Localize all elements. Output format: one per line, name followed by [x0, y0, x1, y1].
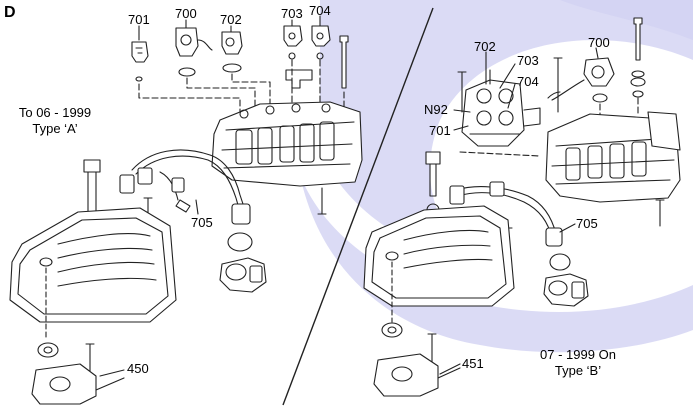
caption-left: To 06 - 1999 Type ‘A’ [12, 105, 98, 137]
oil-pan-left [9, 207, 177, 323]
caption-right: 07 - 1999 On Type ‘B’ [530, 347, 626, 379]
callout-451: 451 [462, 356, 484, 371]
callout-703-left: 703 [281, 6, 303, 21]
gasket-left [37, 342, 59, 358]
solenoid-pack-right [461, 79, 541, 147]
callout-701-right: 701 [429, 123, 451, 138]
callout-702-left: 702 [220, 12, 242, 27]
connector-left [219, 257, 267, 293]
caption-left-line1: To 06 - 1999 [18, 105, 92, 120]
solenoid-700-right [551, 57, 615, 103]
o-ring-right [549, 253, 571, 271]
solenoid-703-left [283, 25, 303, 60]
wire-harness-705-left [119, 149, 251, 225]
callout-705-left: 705 [191, 215, 213, 230]
callout-701-left: 701 [128, 12, 150, 27]
watermark-logo [300, 0, 693, 353]
solenoid-702-left [221, 31, 243, 73]
callout-705-right: 705 [576, 216, 598, 231]
callout-700-right: 700 [588, 35, 610, 50]
callout-700-left: 700 [175, 6, 197, 21]
solenoid-700-left [175, 27, 213, 77]
wire-harness-705-right [449, 181, 563, 247]
bolt-top-right [630, 17, 646, 98]
valve-body-right [545, 111, 681, 227]
callout-702-right: 702 [474, 39, 496, 54]
bolt-top-left [339, 35, 349, 89]
callout-704-left: 704 [309, 3, 331, 18]
caption-right-line1: 07 - 1999 On [540, 347, 616, 362]
section-letter: D [4, 4, 16, 21]
caption-left-line2: Type ‘A’ [32, 121, 78, 136]
solenoid-704-left [311, 25, 331, 60]
plate-450 [31, 363, 125, 405]
callout-n92: N92 [424, 102, 448, 117]
divider-line [282, 7, 434, 406]
gasket-right [381, 322, 403, 338]
o-ring-left [227, 232, 253, 252]
bracket-left [285, 69, 313, 89]
plate-451 [373, 353, 461, 397]
connector-right [543, 273, 589, 307]
callout-703-right: 703 [517, 53, 539, 68]
callout-450: 450 [127, 361, 149, 376]
valve-body-left [211, 101, 363, 215]
solenoid-701-left [131, 41, 149, 82]
oil-pan-right [363, 205, 515, 307]
caption-right-line2: Type ‘B’ [554, 363, 602, 378]
callout-704-right: 704 [517, 74, 539, 89]
